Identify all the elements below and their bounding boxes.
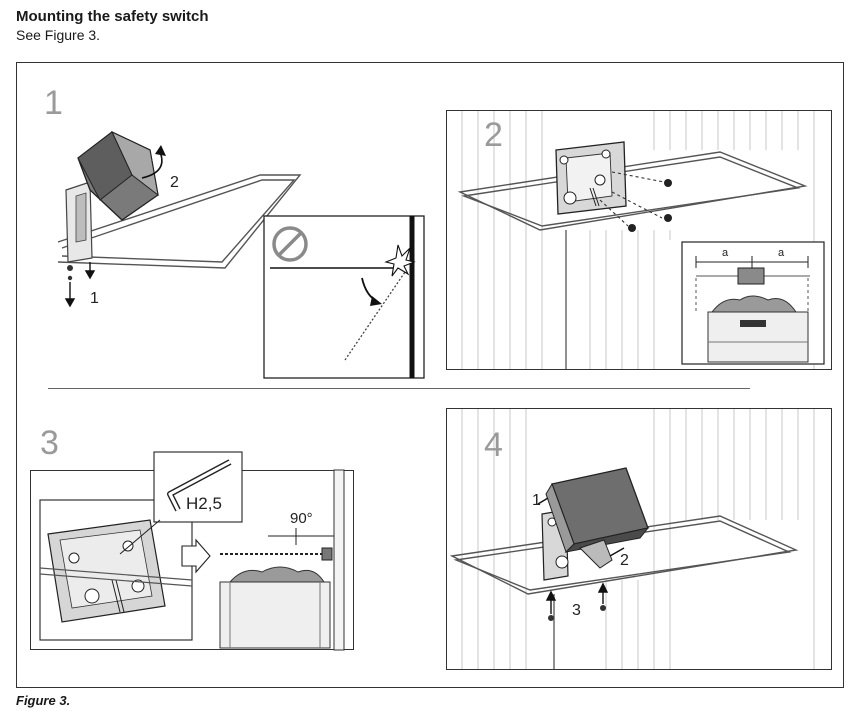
step-4-panel [446, 408, 832, 670]
prohibition-icon [272, 226, 308, 262]
step-2-panel [446, 110, 832, 370]
dimension-label-a-left: a [722, 247, 729, 259]
step-4-callout-2: 2 [620, 552, 629, 569]
step-1-callout-1: 1 [90, 290, 99, 307]
figure-reference: See Figure 3. [16, 27, 101, 43]
figure-caption: Figure 3. [16, 693, 71, 708]
step-4-number: 4 [484, 426, 503, 464]
hex-key-size-label: H2,5 [186, 494, 222, 513]
step-1-callout-2: 2 [170, 174, 179, 191]
step-4-callout-1: 1 [532, 492, 541, 509]
step-3-number: 3 [40, 424, 59, 462]
step-2-number: 2 [484, 116, 503, 154]
dimension-label-a-right: a [778, 247, 785, 259]
section-divider [48, 388, 750, 389]
step-4-callout-3: 3 [572, 602, 581, 619]
figure-frame [16, 62, 844, 688]
angle-label: 90° [290, 510, 313, 527]
page-title: Mounting the safety switch [16, 8, 209, 25]
step-1-number: 1 [44, 84, 63, 122]
